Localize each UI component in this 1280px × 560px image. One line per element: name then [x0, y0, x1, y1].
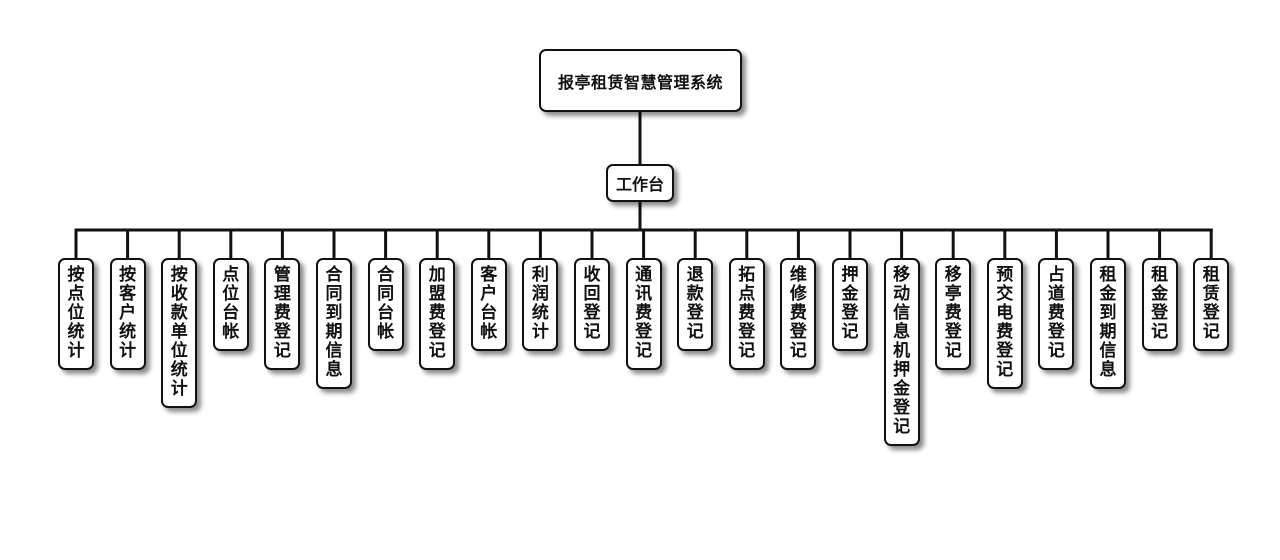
leaf-node-label: 点位台帐 [222, 265, 240, 342]
leaf-node-label: 租金到期信息 [1099, 265, 1117, 380]
leaf-node-label: 占道费登记 [1047, 265, 1065, 361]
leaf-node-label: 预交电费登记 [996, 265, 1014, 380]
hub-node[interactable]: 工作台 [606, 164, 674, 202]
leaf-node[interactable]: 通讯费登记 [625, 258, 662, 370]
leaf-node[interactable]: 管理费登记 [264, 258, 301, 370]
leaf-node[interactable]: 按客户统计 [109, 258, 146, 370]
leaf-node[interactable]: 租金到期信息 [1090, 258, 1126, 389]
leaf-node-label: 租金登记 [1151, 265, 1169, 342]
leaf-node[interactable]: 租赁登记 [1193, 258, 1230, 351]
leaf-node-label: 拓点费登记 [738, 265, 756, 361]
leaf-node[interactable]: 移动信息机押金登记 [883, 258, 920, 446]
leaf-node-label: 加盟费登记 [428, 265, 446, 361]
leaf-node[interactable]: 退款登记 [677, 258, 714, 351]
leaf-node[interactable]: 移亭费登记 [935, 258, 972, 370]
leaf-node[interactable]: 预交电费登记 [986, 258, 1023, 389]
leaf-node-label: 移亭费登记 [944, 265, 962, 361]
leaf-node[interactable]: 利润统计 [522, 258, 559, 351]
leaf-node[interactable]: 维修费登记 [780, 258, 817, 370]
leaf-node-label: 合同到期信息 [325, 265, 343, 380]
leaf-node[interactable]: 合同到期信息 [316, 258, 352, 389]
leaf-node-label: 按收款单位统计 [170, 265, 188, 399]
leaf-node[interactable]: 押金登记 [832, 258, 868, 351]
leaf-node-label: 押金登记 [841, 265, 859, 342]
leaf-node[interactable]: 点位台帐 [212, 258, 249, 351]
leaf-node[interactable]: 按点位统计 [58, 258, 94, 370]
leaf-node-label: 退款登记 [686, 265, 704, 342]
leaf-node[interactable]: 占道费登记 [1038, 258, 1075, 370]
leaf-node-label: 租赁登记 [1202, 265, 1220, 342]
leaf-node-label: 管理费登记 [273, 265, 291, 361]
leaf-node[interactable]: 拓点费登记 [728, 258, 765, 370]
leaf-node-label: 按客户统计 [119, 265, 137, 361]
leaf-node-label: 移动信息机押金登记 [893, 265, 911, 437]
leaf-node-label: 按点位统计 [67, 265, 85, 361]
leaf-node-label: 维修费登记 [789, 265, 807, 361]
leaf-node[interactable]: 收回登记 [574, 258, 610, 351]
leaf-node[interactable]: 加盟费登记 [419, 258, 456, 370]
leaf-node[interactable]: 按收款单位统计 [161, 258, 198, 408]
root-node[interactable]: 报亭租赁智慧管理系统 [539, 49, 742, 112]
leaf-node[interactable]: 租金登记 [1141, 258, 1178, 351]
leaf-node-label: 通讯费登记 [635, 265, 653, 361]
root-node-label: 报亭租赁智慧管理系统 [557, 72, 723, 92]
leaf-node-label: 客户台帐 [480, 265, 498, 342]
leaf-node-label: 利润统计 [531, 265, 549, 342]
hub-node-label: 工作台 [615, 175, 664, 194]
leaf-node-label: 合同台帐 [377, 265, 395, 342]
leaf-node-label: 收回登记 [583, 265, 601, 342]
leaf-node[interactable]: 客户台帐 [470, 258, 507, 351]
leaf-node[interactable]: 合同台帐 [367, 258, 404, 351]
